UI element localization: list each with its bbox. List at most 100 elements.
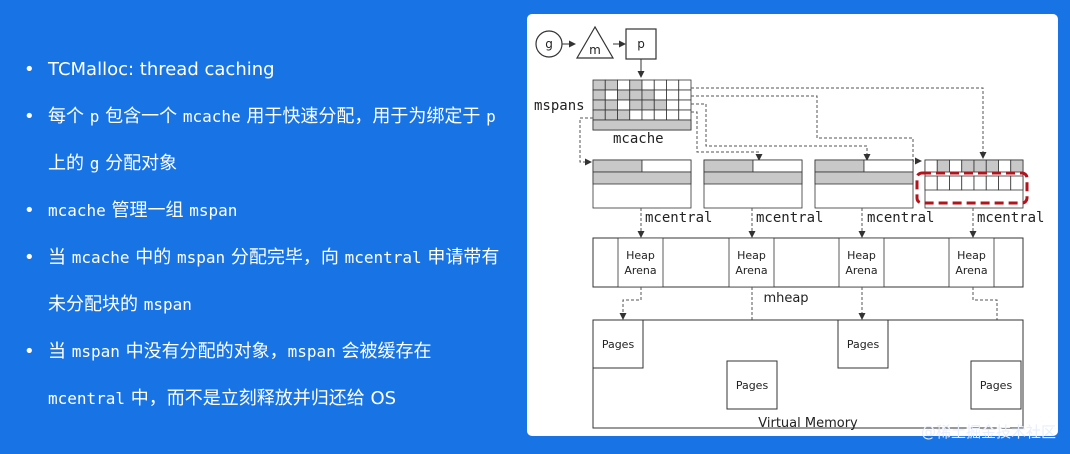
- mcache-cell: [653, 79, 667, 91]
- bullet-text: 上的: [48, 153, 90, 174]
- mcache-grid: [592, 79, 692, 131]
- bullet-text: mspan: [143, 295, 192, 314]
- heap-arena-box: [728, 237, 775, 288]
- mcache-cell: [678, 79, 692, 91]
- mcentral-cell: [863, 159, 914, 173]
- mcentral-cell: [985, 175, 999, 191]
- mcache-cell: [653, 89, 667, 101]
- bullet-text: mcache: [71, 248, 130, 267]
- bullet-text: 包含一个: [99, 106, 183, 127]
- bullet-text: 中的: [129, 247, 177, 268]
- bullet-list: TCMalloc: thread caching每个 p 包含一个 mcache…: [22, 46, 512, 422]
- mcentral-cell: [1010, 175, 1024, 191]
- virtual-memory-box: [592, 319, 1024, 429]
- mcentral-cell: [973, 175, 987, 191]
- mcentral-cell: [924, 175, 938, 191]
- mcentral-cell: [592, 159, 643, 173]
- mcache-cell: [629, 99, 643, 111]
- bullet-text: mcentral: [344, 248, 422, 267]
- heap-arena-box: [617, 237, 664, 288]
- mcache-cell: [592, 79, 606, 91]
- pages-box-4: [970, 360, 1022, 410]
- mcentral-cell: [1010, 159, 1024, 173]
- bullet-text: mcentral: [48, 389, 126, 408]
- bullet-text: mspan: [176, 248, 226, 267]
- mcentral-cell: [814, 171, 914, 185]
- bullet-text: mspan: [189, 201, 238, 220]
- heap-arena-label: Arena: [955, 264, 987, 277]
- mcache-cell: [641, 99, 655, 111]
- mheap-label: mheap: [763, 291, 808, 306]
- mcentral-cell: [973, 159, 987, 173]
- bullet-text: 中，而不是立刻释放并归还给 OS: [125, 388, 397, 409]
- g-label: g: [545, 37, 553, 51]
- bullet-text: 分配对象: [99, 153, 178, 174]
- mcentral-cell: [641, 159, 692, 173]
- bullet-text: 会被缓存在: [335, 341, 432, 362]
- mcache-cell: [666, 89, 680, 101]
- mcache-label: mcache: [613, 131, 664, 147]
- m-node: [575, 25, 615, 59]
- diagram-panel: g m p mspans mcache mcentral mcentral mc…: [527, 14, 1058, 436]
- bullet-item: 每个 p 包含一个 mcache 用于快速分配，用于为绑定于 p 上的 g 分配…: [22, 93, 512, 187]
- mcentral-boxes: [592, 159, 1024, 209]
- highlight-box: [915, 171, 1029, 205]
- mcache-cell: [629, 79, 643, 91]
- mcache-cell: [653, 99, 667, 111]
- mcentral-label-2: mcentral: [756, 210, 823, 226]
- mcache-cell: [592, 109, 606, 121]
- pages-label-2: Pages: [736, 379, 769, 392]
- mcentral-label-3: mcentral: [867, 210, 934, 226]
- mcache-cell: [678, 99, 692, 111]
- bullet-text: g: [89, 154, 100, 173]
- mcache-cell: [604, 89, 618, 101]
- bullet-text: 当: [48, 247, 72, 268]
- bullet-text: 申请带有未分配块的: [48, 247, 500, 315]
- mcentral-cell: [998, 175, 1012, 191]
- mcache-cell: [641, 109, 655, 121]
- mcache-cell: [666, 79, 680, 91]
- bullet-text: mcache: [48, 201, 106, 220]
- heap-arena-label: Heap: [737, 249, 766, 262]
- heap-arena-label: Heap: [626, 249, 655, 262]
- bullet-item: TCMalloc: thread caching: [22, 46, 512, 93]
- pages-label-1: Pages: [602, 338, 635, 351]
- bullet-text: mspan: [71, 342, 120, 361]
- mcentral-cell: [985, 159, 999, 173]
- p-label: p: [637, 37, 645, 51]
- bullet-text: 分配完毕，向: [225, 247, 345, 268]
- bullet-item: mcache 管理一组 mspan: [22, 187, 512, 234]
- mcache-cell: [617, 109, 631, 121]
- virtual-memory-label: Virtual Memory: [758, 416, 858, 431]
- heap-arena-box: [838, 237, 885, 288]
- mcentral-cell: [814, 159, 865, 173]
- mcentral-cell: [592, 171, 692, 185]
- m-label: m: [589, 43, 601, 57]
- watermark: @稀土掘金技术社区: [920, 423, 1056, 441]
- heap-arena-label: Heap: [957, 249, 986, 262]
- mcache-cell: [604, 79, 618, 91]
- mcentral-label-4: mcentral: [977, 210, 1044, 226]
- bullet-text: p: [486, 107, 496, 126]
- bullet-text: 每个: [48, 106, 90, 127]
- mcache-cell: [641, 89, 655, 101]
- mcentral-cell: [936, 175, 950, 191]
- heap-arena-label: Arena: [735, 264, 767, 277]
- mcache-cell: [592, 119, 692, 131]
- bullet-text: 管理一组: [105, 200, 190, 221]
- bullet-text: mspan: [287, 342, 336, 361]
- mcentral-cell: [961, 175, 975, 191]
- bullet-item: 当 mspan 中没有分配的对象，mspan 会被缓存在 mcentral 中，…: [22, 328, 512, 422]
- mcache-cell: [592, 99, 606, 111]
- heap-arena-label: Heap: [847, 249, 876, 262]
- pages-label-3: Pages: [847, 338, 880, 351]
- mcentral-cell: [936, 159, 950, 173]
- mcentral-label-1: mcentral: [645, 210, 712, 226]
- pages-box-1: [592, 319, 644, 369]
- mcentral-cell: [949, 159, 963, 173]
- mcache-cell: [604, 99, 618, 111]
- bullet-text: 当: [48, 341, 72, 362]
- mcache-cell: [641, 79, 655, 91]
- mcache-cell: [629, 89, 643, 101]
